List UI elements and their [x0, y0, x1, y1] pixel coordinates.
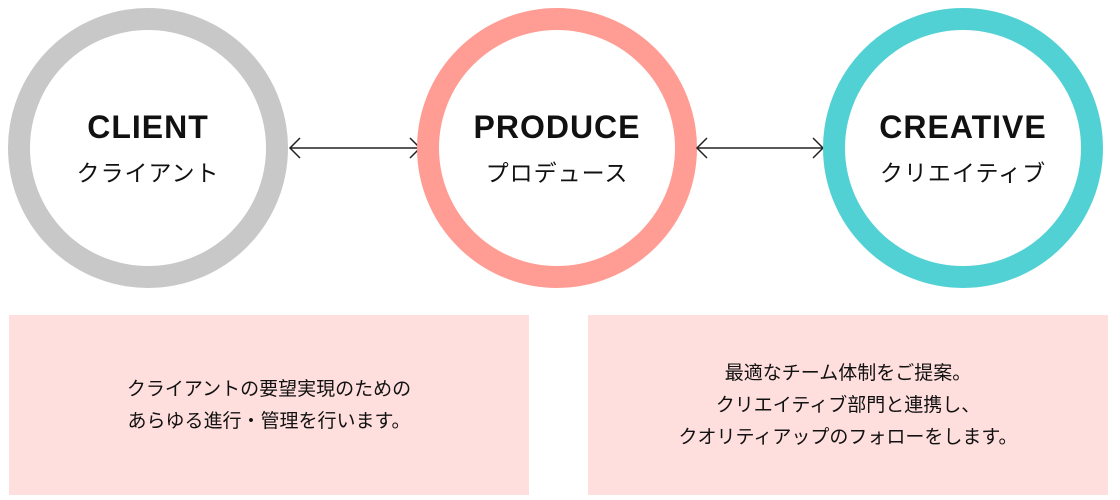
- node-subtitle: クリエイティブ: [879, 160, 1047, 187]
- double-arrow-icon: [288, 137, 422, 159]
- double-arrow-icon: [695, 137, 825, 159]
- description-line: クリエイティブ部門と連携し、: [715, 394, 981, 416]
- description-line: クライアントの要望実現のための: [126, 378, 412, 400]
- produce-description: 最適なチーム体制をご提案。 クリエイティブ部門と連携し、 クオリティアップのフォ…: [588, 315, 1108, 495]
- node-title: CLIENT: [87, 108, 209, 145]
- node-title: PRODUCE: [473, 108, 641, 145]
- creative-node: CREATIVE クリエイティブ: [823, 8, 1103, 288]
- client-description: クライアントの要望実現のための あらゆる進行・管理を行います。: [9, 315, 529, 495]
- client-node: CLIENT クライアント: [8, 8, 288, 288]
- description-line: クオリティアップのフォローをします。: [678, 426, 1018, 448]
- node-subtitle: クライアント: [76, 160, 220, 187]
- node-subtitle: プロデュース: [485, 160, 629, 187]
- node-title: CREATIVE: [879, 108, 1047, 145]
- description-line: あらゆる進行・管理を行います。: [127, 410, 411, 432]
- produce-node: PRODUCE プロデュース: [417, 8, 697, 288]
- description-line: 最適なチーム体制をご提案。: [724, 362, 972, 384]
